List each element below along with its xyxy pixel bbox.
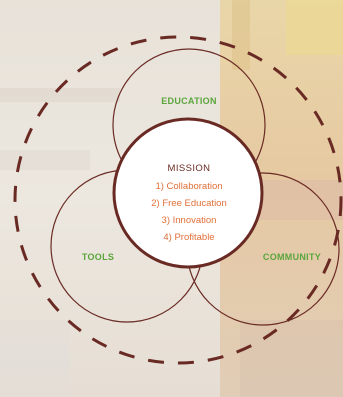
mission-item-1: 1) Collaboration [155,181,222,192]
petal-right-label: COMMUNITY [263,252,321,262]
mission-item-2: 2) Free Education [151,198,227,209]
mission-item-3: 3) Innovation [162,215,217,226]
center-circle [112,117,264,269]
mission-item-4: 4) Profitable [163,232,214,243]
center-title: MISSION [168,163,211,174]
petal-top-label: EDUCATION [161,96,217,106]
petal-left-label: TOOLS [82,252,114,262]
outer-dashed-ring [13,35,343,365]
